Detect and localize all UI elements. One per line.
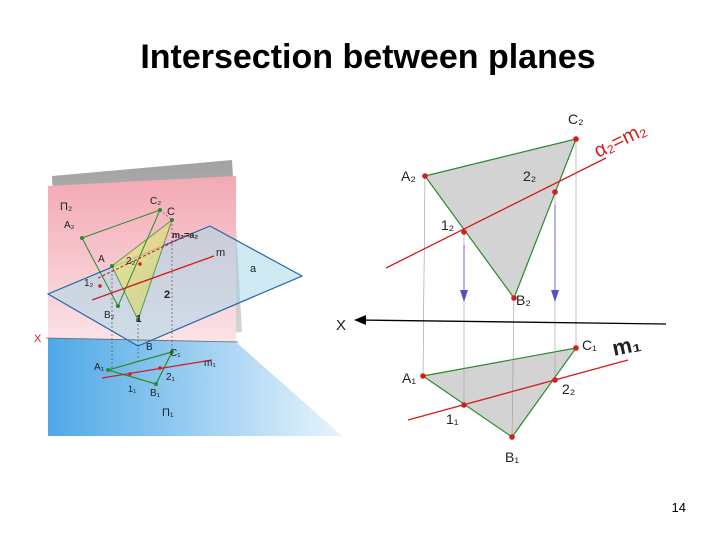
label-c1-epure: C₁ — [582, 337, 597, 353]
label-pi2: П₂ — [60, 201, 72, 213]
label-c1: C₁ — [170, 348, 181, 359]
label-1-1: 1₁ — [128, 384, 136, 394]
link-line-a — [422, 175, 426, 377]
line-m2 — [97, 233, 191, 279]
line-m1-epure — [407, 359, 629, 421]
x-axis-3d — [45, 337, 239, 343]
label-m1: m₁ — [204, 358, 216, 369]
label-a-plane: a — [250, 263, 257, 275]
label-c2: C₂ — [150, 196, 161, 207]
label-a2-epure: A₂ — [401, 168, 416, 184]
arrow-down-left-icon — [460, 245, 468, 302]
label-1-2: 1₂ — [84, 278, 94, 289]
line-m1 — [101, 359, 213, 379]
label-x: X — [34, 333, 42, 345]
label-b2: B₂ — [104, 310, 115, 321]
line-alpha2-m2 — [385, 157, 607, 269]
label-pi1: П₁ — [162, 407, 174, 419]
arrow-down-right-icon — [551, 205, 559, 302]
label-a1: A₁ — [94, 362, 105, 373]
label-2-2-bottom: 2₂ — [562, 381, 575, 397]
label-a1-epure: A₁ — [402, 370, 416, 386]
triangle-a2b2c2 — [423, 138, 577, 300]
label-c: C — [167, 206, 175, 218]
label-c2-epure: C₂ — [568, 111, 584, 127]
label-x-epure: X — [336, 317, 346, 334]
label-b1: B₁ — [150, 388, 161, 399]
triangle-a1b1c1 — [421, 347, 578, 438]
label-b1-epure: B₁ — [505, 449, 519, 465]
plane-pi1 — [48, 338, 342, 436]
label-1: 1 — [136, 314, 142, 325]
label-1-2-epure: 1₂ — [441, 217, 454, 233]
link-line-b — [511, 297, 515, 438]
label-m: m — [216, 247, 225, 259]
label-a: A — [98, 254, 105, 265]
x-axis — [357, 319, 667, 325]
label-2: 2 — [164, 289, 170, 301]
label-2-1: 2₁ — [166, 372, 176, 383]
label-a2: A₂ — [64, 220, 75, 231]
space-triangle — [111, 218, 174, 322]
page-number: 14 — [671, 500, 686, 515]
label-m2a2: m₂=a₂ — [172, 230, 198, 240]
label-1-1-epure: 1₁ — [446, 411, 459, 427]
label-b: B — [146, 342, 153, 353]
label-m1-epure: m₁ — [610, 330, 643, 360]
line-m — [91, 255, 215, 301]
label-b2-epure: B₂ — [516, 292, 531, 308]
x-axis-arrow-icon — [354, 315, 366, 325]
projection-line — [159, 209, 173, 221]
label-alpha2-m2: α₂=m₂ — [591, 118, 650, 162]
label-2-2: 2₂ — [126, 256, 136, 267]
page-title: Intersection between planes — [140, 38, 596, 76]
label-2-2-top: 2₂ — [523, 168, 536, 184]
